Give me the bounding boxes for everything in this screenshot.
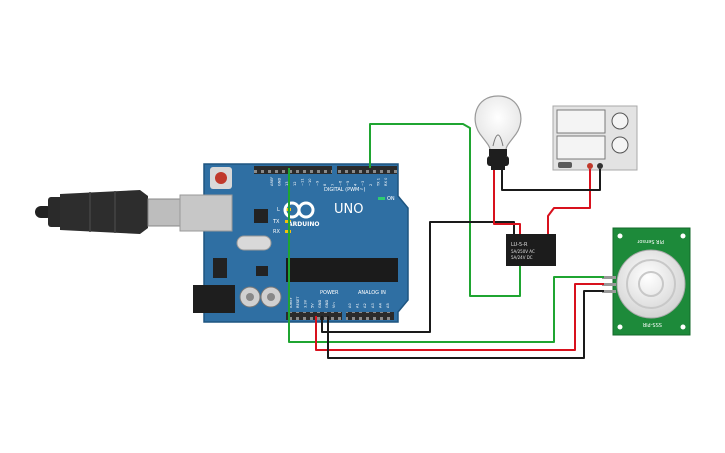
brand-label: ARDUINO (288, 221, 319, 228)
mount-hole (617, 324, 623, 330)
relay[interactable]: LU-5-R 5A/250V AC 5A/24V DC (506, 234, 556, 266)
analog-header[interactable] (346, 312, 394, 320)
pir-pin[interactable] (602, 283, 616, 286)
pin-label: 5V (311, 303, 315, 308)
capacitor-top (246, 293, 254, 301)
relay-dc-rating: 5A/24V DC (511, 255, 533, 260)
pin-label: Vin (332, 302, 336, 308)
pir-pin[interactable] (602, 290, 616, 293)
pir-pin[interactable] (602, 276, 616, 279)
wire-black-pir-gnd[interactable] (327, 290, 604, 359)
digital-header-right[interactable] (337, 166, 397, 174)
power-jack (193, 285, 235, 313)
pin-label: 12 (293, 181, 297, 186)
pin-label: 3.3V (303, 299, 307, 308)
pin-label: 2 (369, 184, 373, 186)
pir-label-top: PIR Sensor (636, 238, 664, 244)
relay-ac-rating: 5A/250V AC (511, 249, 535, 254)
pin-label: 4 (354, 183, 358, 186)
pin-label: ~9 (316, 180, 320, 186)
pin-label: RX 0 (384, 177, 388, 186)
digital-label: DIGITAL (PWM~) (324, 187, 366, 193)
wire-black-bulb-supply[interactable] (501, 169, 601, 191)
analog-label: ANALOG IN (358, 290, 386, 296)
power-supply[interactable] (552, 105, 638, 171)
light-bulb[interactable] (474, 95, 522, 170)
crystal (236, 235, 272, 251)
reset-knob (215, 172, 227, 184)
pin-label: A2 (363, 303, 367, 308)
pin-label: RESET (296, 296, 300, 308)
mount-hole (617, 233, 623, 239)
pin-label: GND (325, 300, 329, 308)
mount-hole (680, 324, 686, 330)
pin-label: IOREF (289, 297, 293, 308)
pin-label: ~10 (308, 178, 312, 186)
usb-chip (254, 209, 268, 223)
on-label: ON (387, 196, 395, 202)
pir-label-bottom: SSS-PIR (642, 321, 662, 327)
current-knob[interactable] (611, 136, 629, 154)
pin-label: ~6 (338, 180, 342, 186)
digital-header-left[interactable] (254, 166, 332, 174)
l-label: L (277, 207, 280, 213)
rx-label: RX (273, 229, 280, 235)
pin-label: TX 1 (376, 178, 380, 187)
usb-port (179, 194, 233, 232)
wire-red-bulb-relay[interactable] (493, 170, 521, 234)
on-led (378, 197, 385, 200)
microcontroller-chip (286, 258, 398, 282)
pin-label: A5 (386, 303, 390, 308)
voltage-regulator (213, 258, 227, 278)
tx-label: TX (272, 219, 280, 225)
wire-green-relay-signal[interactable] (369, 123, 521, 297)
pin-label: A1 (356, 303, 360, 308)
capacitor-top (267, 293, 275, 301)
pin-label: ~11 (300, 178, 304, 186)
positive-terminal[interactable] (587, 163, 593, 169)
small-chip (256, 266, 268, 276)
pir-dome-ring (638, 271, 664, 297)
pin-label: 8 (323, 183, 327, 186)
wire-red-supply-relay[interactable] (547, 169, 591, 234)
mount-hole (680, 233, 686, 239)
voltage-display (556, 109, 606, 134)
relay-model-label: LU-5-R (511, 242, 528, 248)
arduino-logo-icon (283, 201, 315, 219)
power-label: POWER (320, 290, 339, 296)
pin-label: GND (318, 300, 322, 308)
power-switch[interactable] (558, 162, 572, 168)
model-label: UNO (334, 202, 363, 217)
pin-label: 7 (331, 184, 335, 186)
pin-label: A0 (348, 303, 352, 308)
voltage-knob[interactable] (611, 112, 629, 130)
pin-label: ~3 (361, 181, 365, 186)
wires (288, 123, 604, 359)
power-header[interactable] (286, 312, 342, 320)
negative-terminal[interactable] (597, 163, 603, 169)
pir-sensor[interactable]: PIR Sensor SSS-PIR (602, 227, 691, 336)
pin-label: A3 (371, 303, 375, 308)
pin-label: 13 (285, 181, 289, 186)
wire-green-pir-signal[interactable] (288, 168, 604, 343)
pin-label: AREF (270, 177, 274, 186)
current-display (556, 135, 606, 160)
pin-label: GND (278, 178, 282, 186)
wire-red-pir-vcc[interactable] (315, 283, 604, 351)
pir-dome-ring (626, 259, 676, 309)
pin-label: ~5 (346, 181, 350, 186)
pin-label: A4 (378, 303, 382, 308)
usb-cable[interactable] (35, 190, 184, 234)
